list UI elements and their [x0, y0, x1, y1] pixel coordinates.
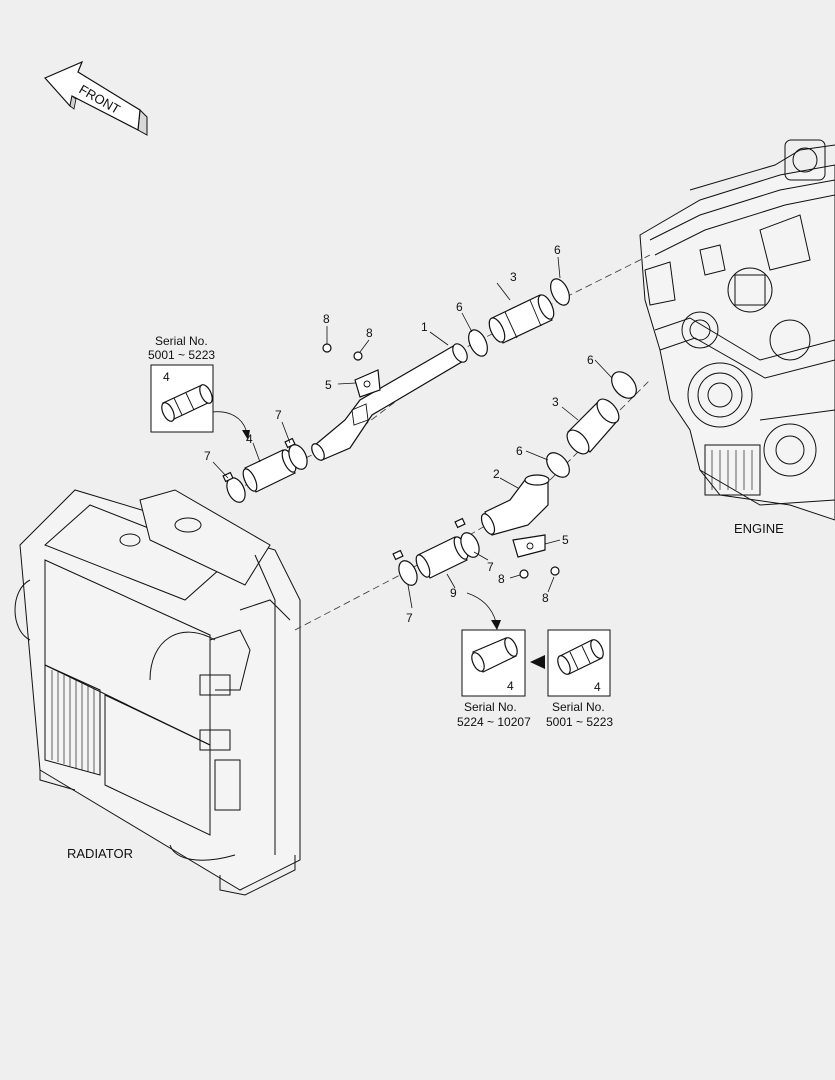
callout-6: 6	[587, 353, 594, 367]
lower-bracket-5	[512, 534, 546, 558]
inset-lower-left-part: 4	[507, 679, 514, 693]
inset-upper-caption-2: 5001 ~ 5223	[148, 348, 215, 362]
upper-hose-4	[242, 449, 297, 493]
engine-assembly	[639, 139, 835, 521]
inset-pointer-upper-icon	[211, 411, 250, 440]
upper-pipe-1	[311, 343, 468, 461]
callout-1: 1	[421, 320, 428, 334]
front-arrow-icon: FRONT	[43, 60, 148, 136]
inset-upper	[150, 364, 214, 433]
callout-7: 7	[487, 560, 494, 574]
leader-lines	[212, 256, 613, 609]
upper-bracket-5	[354, 369, 381, 398]
callout-5: 5	[562, 533, 569, 547]
upper-hose-3	[488, 294, 555, 344]
upper-clamp-7b	[222, 471, 246, 503]
callout-3: 3	[552, 395, 559, 409]
inset-upper-caption-1: Serial No.	[155, 334, 208, 348]
callout-8: 8	[498, 572, 505, 586]
upper-clamp-6a	[468, 329, 488, 357]
callout-3: 3	[510, 270, 517, 284]
callout-8: 8	[366, 326, 373, 340]
callout-9: 9	[450, 586, 457, 600]
callout-6: 6	[456, 300, 463, 314]
callout-6: 6	[516, 444, 523, 458]
callout-8: 8	[323, 312, 330, 326]
inset-lower-left-caption-1: Serial No.	[464, 700, 517, 714]
inset-arrow-icon	[530, 655, 545, 669]
callout-7: 7	[204, 449, 211, 463]
inset-lower-right-part: 4	[594, 680, 601, 694]
lower-clamp-7c	[454, 517, 480, 558]
radiator-label: RADIATOR	[67, 846, 133, 861]
lower-clamp-6d	[546, 452, 570, 478]
inset-lower-left-caption-2: 5224 ~ 10207	[457, 715, 531, 729]
inset-lower-right	[547, 629, 611, 697]
callout-4: 4	[246, 432, 253, 446]
lower-bolts-8	[519, 566, 560, 579]
lower-hose-9	[415, 536, 469, 579]
callout-8: 8	[542, 591, 549, 605]
engine-label: ENGINE	[734, 521, 784, 536]
lower-pipe-2	[480, 474, 550, 536]
callout-6: 6	[554, 243, 561, 257]
lower-hose-3	[566, 398, 620, 455]
callout-2: 2	[493, 467, 500, 481]
callout-5: 5	[325, 378, 332, 392]
inset-lower-left	[461, 629, 526, 697]
lower-clamp-7d	[392, 549, 418, 586]
inset-lower-right-caption-2: 5001 ~ 5223	[546, 715, 613, 729]
upper-bolts-8	[322, 343, 363, 361]
lower-clamp-6c	[611, 371, 637, 399]
inset-upper-part: 4	[163, 370, 170, 384]
inset-lower-right-caption-1: Serial No.	[552, 700, 605, 714]
callout-7: 7	[275, 408, 282, 422]
callout-7: 7	[406, 611, 413, 625]
radiator-assembly	[14, 489, 301, 896]
upper-clamp-6b	[550, 278, 570, 306]
inset-pointer-lower-icon	[466, 592, 501, 630]
